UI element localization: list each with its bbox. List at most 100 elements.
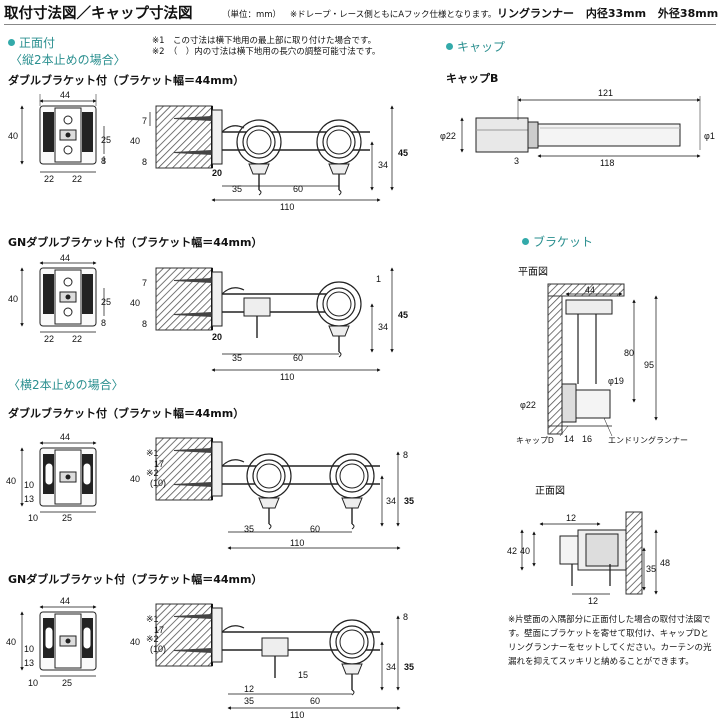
note-mark-2: ※2 <box>146 634 159 644</box>
dim-10: 10 <box>28 678 38 688</box>
dim-45: 45 <box>398 148 408 158</box>
dim-phi22: φ22 <box>520 400 536 410</box>
dim-20: 20 <box>212 168 222 178</box>
dim-15: 15 <box>298 670 308 680</box>
corner-mount-note: ※片壁面の入隅部分に正面付した場合の取付寸法図です。壁面にブラケットを寄せて取付… <box>508 615 712 667</box>
plan-view-label: 平面図 <box>518 267 548 278</box>
row3-side <box>155 437 401 550</box>
dim-44: 44 <box>60 432 70 442</box>
dim-17: 17 <box>154 625 164 635</box>
dim-95: 95 <box>644 360 654 370</box>
bullet-icon <box>522 238 529 245</box>
dim-17: 17 <box>154 459 164 469</box>
row2-side <box>155 267 394 372</box>
cap-heading: キャップ <box>446 38 505 55</box>
dim-25: 25 <box>101 297 111 307</box>
dim-8: 8 <box>403 612 408 622</box>
dim-60: 60 <box>310 524 320 534</box>
dim-25: 25 <box>62 513 72 523</box>
dim-118: 118 <box>600 158 614 168</box>
dim-35: 35 <box>244 696 254 706</box>
note-mark-1: ※1 <box>146 448 159 458</box>
end-ring-runner-label: エンドリングランナー <box>608 435 688 445</box>
dim-40: 40 <box>8 131 18 141</box>
dim-14: 14 <box>564 434 574 444</box>
dim-10: 10 <box>28 513 38 523</box>
dim-8: 8 <box>142 319 147 329</box>
dim-110: 110 <box>290 538 304 548</box>
bracket-plan-view <box>547 283 658 437</box>
dim-40: 40 <box>130 637 140 647</box>
dim-phi22: φ22 <box>440 131 456 141</box>
dim-40: 40 <box>520 546 530 556</box>
dim-60: 60 <box>293 353 303 363</box>
double-bracket-label-2: ダブルブラケット付（ブラケット幅＝44mm） <box>8 407 245 420</box>
row1-face <box>20 94 105 173</box>
dim-40: 40 <box>130 474 140 484</box>
dim-25: 25 <box>101 135 111 145</box>
row4-side <box>155 603 401 710</box>
dim-12: 12 <box>244 684 254 694</box>
hook-note: ※ドレープ・レース側ともにAフック仕様となります。 <box>290 10 497 20</box>
dim-35: 35 <box>404 662 414 672</box>
dim-22: 22 <box>72 174 82 184</box>
dim-7: 7 <box>142 278 147 288</box>
outer-diameter: 外径38mm <box>657 7 719 20</box>
dim-45: 45 <box>398 310 408 320</box>
row2-face <box>20 261 105 333</box>
dim-8: 8 <box>142 157 147 167</box>
dim-34: 34 <box>386 496 396 506</box>
dim-110: 110 <box>290 710 304 720</box>
dim-25: 25 <box>62 678 72 688</box>
note-1: ※1 この寸法は横下地用の最上部に取り付けた場合です。 <box>152 36 377 46</box>
page-title: 取付寸法図／キャップ寸法図 <box>4 6 193 22</box>
dim-22: 22 <box>44 334 54 344</box>
dim-40: 40 <box>130 136 140 146</box>
dim-40: 40 <box>130 298 140 308</box>
dim-60: 60 <box>293 184 303 194</box>
front-mount-heading: 正面付 <box>8 34 55 51</box>
bracket-heading: ブラケット <box>522 233 593 250</box>
dim-22: 22 <box>44 174 54 184</box>
dim-35: 35 <box>646 564 656 574</box>
dim-40: 40 <box>8 294 18 304</box>
ring-runner-label: リングランナー <box>497 7 574 20</box>
bullet-icon <box>446 43 453 50</box>
dim-10-paren: (10) <box>150 478 166 488</box>
row1-side <box>149 105 394 202</box>
dim-80: 80 <box>624 348 634 358</box>
dim-35: 35 <box>232 353 242 363</box>
ring-runner-spec: リングランナー 内径33mm 外径38mm <box>497 5 720 21</box>
cap-d-label: キャップD <box>516 436 554 445</box>
dim-22: 22 <box>72 334 82 344</box>
dim-3: 3 <box>514 156 519 166</box>
dim-phi1: φ1 <box>704 131 715 141</box>
dim-34: 34 <box>386 662 396 672</box>
front-view-label: 正面図 <box>535 486 565 497</box>
cap-b-label: キャップB <box>446 72 499 85</box>
dim-44: 44 <box>585 285 595 295</box>
cap-b-drawing <box>460 96 701 158</box>
inner-diameter: 内径33mm <box>585 7 647 20</box>
horizontal-two-screws-heading: 〈横2本止めの場合〉 <box>8 378 124 392</box>
dim-34: 34 <box>378 322 388 332</box>
header-rule <box>4 24 716 25</box>
dim-60: 60 <box>310 696 320 706</box>
gn-double-bracket-label-1: GNダブルブラケット付（ブラケット幅＝44mm） <box>8 236 263 249</box>
dim-16: 16 <box>582 434 592 444</box>
row4-face <box>20 605 97 677</box>
dim-44: 44 <box>60 90 70 100</box>
dim-13: 13 <box>24 658 34 668</box>
dim-121: 121 <box>598 88 613 98</box>
note-2: ※2 （ ）内の寸法は横下地用の長穴の調整可能寸法です。 <box>152 47 381 57</box>
dim-40: 40 <box>6 637 16 647</box>
note-mark-2: ※2 <box>146 468 159 478</box>
dim-10: 10 <box>24 644 34 654</box>
dim-48: 48 <box>660 558 670 568</box>
note-mark-1: ※1 <box>146 614 159 624</box>
dim-13: 13 <box>24 494 34 504</box>
dim-10: 10 <box>24 480 34 490</box>
dim-8: 8 <box>101 156 106 166</box>
dim-12: 12 <box>588 596 598 606</box>
